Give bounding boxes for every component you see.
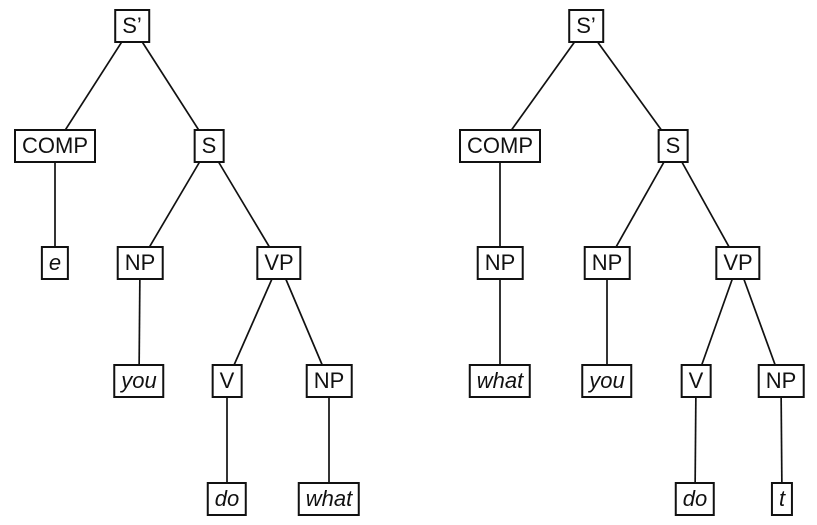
tree-edge-left-tree-s-np1 <box>139 145 210 264</box>
tree-node-left-tree-v: V <box>211 364 243 398</box>
tree-node-right-tree-vp: VP <box>715 246 761 280</box>
tree-node-left-tree-what: what <box>297 482 361 516</box>
tree-edge-right-tree-vp-np2 <box>737 262 782 382</box>
tree-edge-left-tree-vp-np2 <box>278 262 330 382</box>
tree-edge-left-tree-np1-you <box>138 262 141 382</box>
tree-edge-right-tree-sbar-comp <box>499 25 587 147</box>
tree-node-left-tree-np2: NP <box>305 364 353 398</box>
tree-edge-right-tree-s-np1 <box>606 145 674 264</box>
tree-node-right-tree-you: you <box>581 364 633 398</box>
tree-edge-right-tree-np2-t <box>780 380 783 500</box>
tree-edge-left-tree-sbar-s <box>131 25 210 147</box>
tree-node-right-tree-what: what <box>468 364 532 398</box>
tree-edge-right-tree-s-vp <box>672 145 739 264</box>
tree-node-right-tree-do: do <box>674 482 716 516</box>
tree-edge-right-tree-vp-v <box>695 262 739 382</box>
tree-node-right-tree-np0: NP <box>476 246 524 280</box>
tree-node-left-tree-vp: VP <box>256 246 302 280</box>
tree-node-left-tree-e: e <box>40 246 70 280</box>
tree-edge-left-tree-sbar-comp <box>54 25 133 147</box>
tree-node-right-tree-t: t <box>770 482 794 516</box>
tree-node-left-tree-do: do <box>206 482 248 516</box>
tree-node-right-tree-np2: NP <box>757 364 805 398</box>
tree-node-right-tree-s: S <box>657 129 689 163</box>
tree-edge-left-tree-vp-v <box>226 262 280 382</box>
tree-node-right-tree-comp: COMP <box>459 129 541 163</box>
tree-node-right-tree-np1: NP <box>583 246 631 280</box>
tree-edge-right-tree-v-do <box>694 380 697 500</box>
tree-node-left-tree-sbar: S’ <box>114 9 150 43</box>
tree-node-left-tree-you: you <box>113 364 165 398</box>
tree-node-right-tree-v: V <box>680 364 712 398</box>
tree-node-right-tree-sbar: S’ <box>568 9 604 43</box>
tree-edge-right-tree-sbar-s <box>585 25 674 147</box>
tree-node-left-tree-s: S <box>193 129 225 163</box>
tree-edge-left-tree-s-vp <box>208 145 280 264</box>
tree-node-left-tree-np1: NP <box>116 246 164 280</box>
tree-node-left-tree-comp: COMP <box>14 129 96 163</box>
